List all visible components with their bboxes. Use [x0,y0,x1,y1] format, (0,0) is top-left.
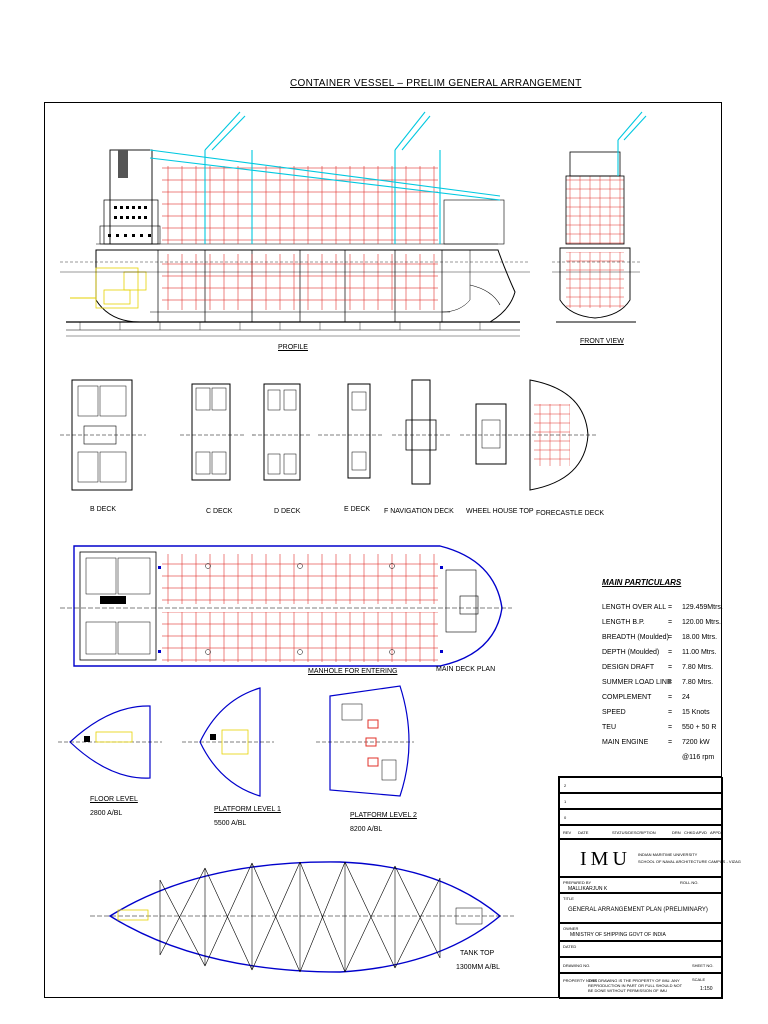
drawing-frame [44,102,722,998]
title-block: 2 1 0 REV DATE STATUS/DESCRIPTION DRN CH… [558,776,741,999]
drawing-title: CONTAINER VESSEL – PRELIM GENERAL ARRANG… [290,78,582,89]
particulars-title: MAIN PARTICULARS [602,578,682,587]
rev-row: 0 [559,809,723,825]
property-row: PROPERTY NOTE THIS DRAWING IS THE PROPER… [559,973,723,999]
rev-header: REV DATE STATUS/DESCRIPTION DRN CHKD APV… [559,825,723,839]
main-deck-plan [60,545,512,667]
front-view-label: FRONT VIEW [580,338,624,345]
c-deck-label: C DECK [206,508,233,515]
prepared-by-row: PREPARED BY MALLIKARJUN K ROLL NO. [559,877,723,893]
platform-level-1-plan [182,687,274,797]
profile-view [60,111,530,337]
e-deck-plan [318,383,384,479]
prepared-by-value: MALLIKARJUN K [568,886,608,892]
f-deck-plan [392,379,452,485]
rev-row: 2 [559,777,723,793]
platform-1-label: PLATFORM LEVEL 1 [214,806,281,813]
logo-block: IMU INDIAN MARITIME UNIVERSITY SCHOOL OF… [559,839,741,877]
c-deck-plan [180,383,244,481]
owner-value: MINISTRY OF SHIPPING GOVT OF INDIA [570,932,666,938]
b-deck-label: B DECK [90,506,117,513]
forecastle-label: FORECASTLE DECK [536,510,605,517]
scale-value: 1:150 [700,986,713,992]
platform-2-height: 8200 A/BL [350,826,383,833]
tank-top-height: 1300MM A/BL [456,964,500,971]
platform-1-height: 5500 A/BL [214,820,247,827]
d-deck-plan [252,383,312,481]
tank-top-plan [90,861,514,973]
particulars-table: LENGTH OVER ALL=129.459Mtrs. LENGTH B.P.… [602,604,723,761]
institution-line1: INDIAN MARITIME UNIVERSITY [638,852,698,857]
drawing-title-row: TITLE GENERAL ARRANGEMENT PLAN (PRELIMIN… [559,893,723,923]
property-note: THIS DRAWING IS THE PROPERTY OF IMU. ANY… [588,978,683,993]
b-deck-plan [60,379,146,491]
particulars-rpm: @116 rpm [682,754,715,761]
forecastle-deck-plan [520,379,596,491]
drawing-no-row: DRAWING NO. SHEET NO. [559,957,723,973]
manhole-label: MANHOLE FOR ENTERING [308,668,398,675]
front-view [552,111,647,323]
f-deck-label: F NAVIGATION DECK [384,508,454,515]
drawing-title-value: GENERAL ARRANGEMENT PLAN (PRELIMINARY) [568,907,708,913]
tank-top-label: TANK TOP [460,950,495,957]
wheel-house-top-plan [460,403,518,465]
main-deck-label: MAIN DECK PLAN [436,666,496,673]
owner-row: OWNER MINISTRY OF SHIPPING GOVT OF INDIA [559,923,723,941]
platform-2-label: PLATFORM LEVEL 2 [350,812,417,819]
institution-line2: SCHOOL OF NAVAL ARCHITECTURE CAMPUS - VI… [638,859,741,864]
e-deck-label: E DECK [344,506,371,513]
imu-logo: IMU [580,848,631,870]
d-deck-label: D DECK [274,508,301,515]
floor-level-plan [58,705,162,779]
platform-level-2-plan [316,685,414,797]
floor-level-label: FLOOR LEVEL [90,796,138,803]
rev-row: 1 [559,793,723,809]
floor-level-height: 2800 A/BL [90,810,123,817]
profile-label: PROFILE [278,344,308,351]
dated-row: DATED [559,941,723,957]
wheel-house-label: WHEEL HOUSE TOP [466,508,534,515]
